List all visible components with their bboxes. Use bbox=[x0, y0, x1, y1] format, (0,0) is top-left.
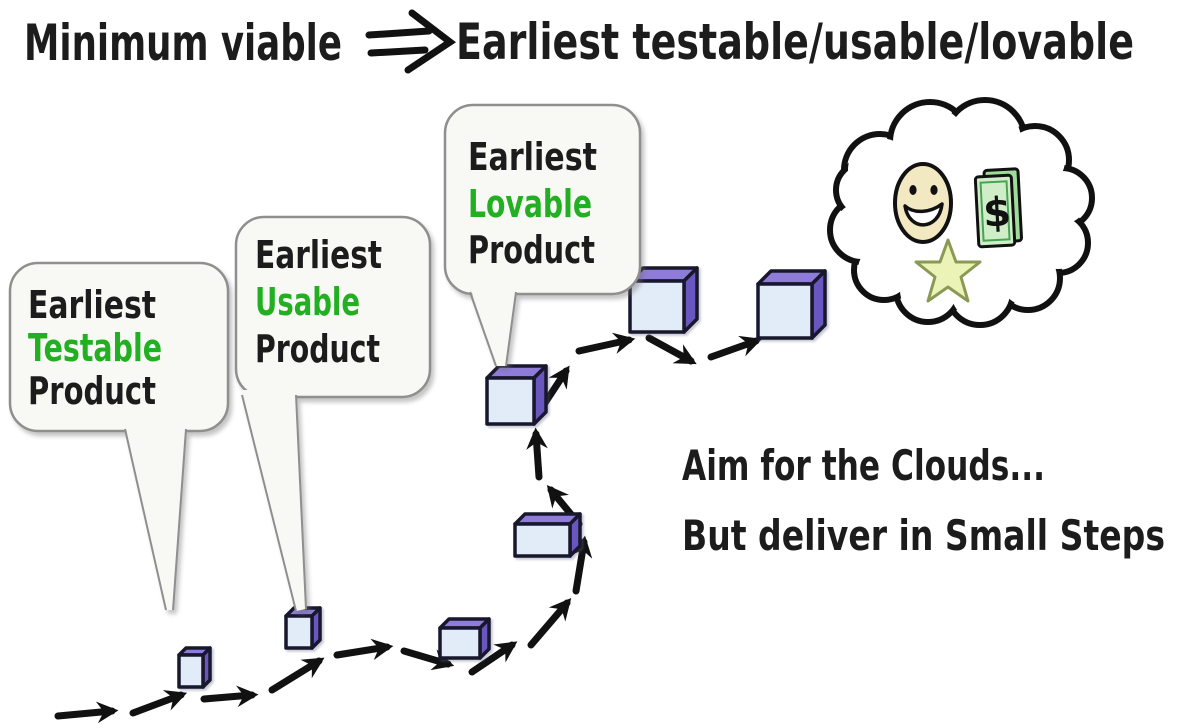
speech-bubble-lovable: Earliest Lovable Product bbox=[443, 103, 642, 367]
title-arrow-icon bbox=[365, 9, 457, 74]
step-arrow-8 bbox=[527, 598, 572, 649]
cube-3 bbox=[438, 617, 491, 660]
step-arrow-4 bbox=[268, 657, 325, 694]
bubble-3-line-2: Lovable bbox=[468, 182, 592, 226]
bubble-1-line-1: Earliest bbox=[28, 283, 156, 327]
step-arrow-11 bbox=[526, 427, 548, 481]
bubble-1-line-3: Product bbox=[28, 369, 156, 413]
bubble-3-line-1: Earliest bbox=[468, 135, 597, 179]
money-icon: $ bbox=[973, 167, 1023, 249]
cube-6 bbox=[628, 266, 699, 334]
bubble-3-line-3: Product bbox=[468, 228, 595, 272]
step-arrow-1 bbox=[54, 701, 119, 724]
product-cubes bbox=[177, 266, 827, 689]
step-arrow-2 bbox=[129, 690, 188, 717]
step-arrow-13 bbox=[575, 332, 636, 355]
cube-4 bbox=[513, 512, 582, 558]
step-arrow-15 bbox=[707, 335, 763, 361]
speech-bubble-usable: Earliest Usable Product bbox=[234, 215, 432, 612]
bubble-2-line-2: Usable bbox=[255, 280, 360, 324]
bubble-tail bbox=[242, 390, 306, 611]
title-left: Minimum viable bbox=[24, 14, 342, 72]
step-arrow-5 bbox=[333, 638, 394, 661]
cube-2 bbox=[284, 606, 322, 650]
title-right: Earliest testable/usable/lovable bbox=[456, 13, 1134, 71]
cloud: $ bbox=[827, 97, 1095, 328]
caption-line-1: Aim for the Clouds... bbox=[682, 441, 1045, 490]
bubble-1-line-2: Testable bbox=[28, 326, 162, 370]
cube-7 bbox=[756, 269, 827, 340]
step-arrow-7 bbox=[468, 641, 518, 676]
step-arrow-3 bbox=[200, 685, 259, 708]
step-arrow-9 bbox=[570, 535, 593, 595]
step-arrow-14 bbox=[645, 334, 697, 365]
dollar-sign: $ bbox=[982, 189, 1012, 236]
bubble-tail bbox=[470, 287, 516, 366]
bubble-2-line-1: Earliest bbox=[255, 233, 382, 277]
smiley-icon bbox=[893, 162, 953, 244]
cube-5 bbox=[485, 364, 548, 426]
step-arrow-6 bbox=[400, 647, 455, 671]
caption-line-2: But deliver in Small Steps bbox=[682, 511, 1165, 560]
star-icon bbox=[914, 238, 982, 303]
bubble-2-line-3: Product bbox=[255, 327, 380, 371]
bubble-tail bbox=[125, 424, 186, 610]
cube-1 bbox=[177, 646, 212, 689]
speech-bubble-testable: Earliest Testable Product bbox=[8, 261, 230, 611]
